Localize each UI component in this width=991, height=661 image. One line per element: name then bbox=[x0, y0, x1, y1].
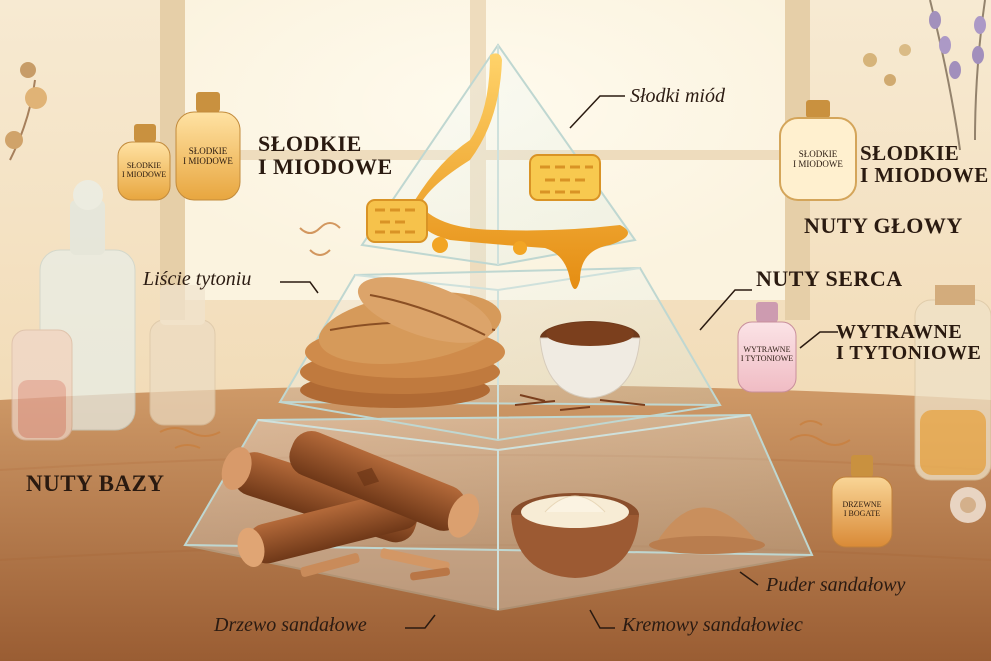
bottle-label-line2: I MIODOWE bbox=[183, 155, 233, 166]
callout-creamy-sandalwood: Kremowy sandałowiec bbox=[622, 614, 803, 636]
bottle-label-right-top: SŁODKIE I MIODOWE bbox=[784, 149, 852, 170]
title-line2: I MIODOWE bbox=[258, 154, 393, 180]
bottle-label-line2: I TYTONIOWE bbox=[740, 353, 794, 363]
callout-sandalwood-powder: Puder sandałowy bbox=[766, 574, 906, 596]
bottle-label-line1: SŁODKIE bbox=[798, 149, 838, 159]
background-jars-icon bbox=[11, 180, 216, 441]
section-heart-notes: NUTY SERCA bbox=[756, 266, 903, 291]
bottle-label-line1: SŁODKIE bbox=[188, 146, 228, 156]
title-line1: WYTRAWNE bbox=[836, 321, 963, 343]
callout-sandalwood: Drzewo sandałowe bbox=[214, 614, 367, 636]
bottle-label-line2: I BOGATE bbox=[843, 508, 881, 518]
tobacco-bowl-icon bbox=[514, 321, 646, 411]
honeycomb-icon bbox=[366, 154, 601, 243]
background-jar-right-icon bbox=[914, 285, 991, 481]
title-line2: I TYTONIOWE bbox=[836, 342, 982, 364]
bottle-label-line1: DRZEWNE bbox=[842, 500, 882, 509]
perfume-bottle-icon bbox=[117, 92, 893, 548]
section-base-notes: NUTY BAZY bbox=[26, 471, 165, 496]
top-left-title: SŁODKIE I MIODOWE bbox=[258, 132, 393, 178]
title-line2: I MIODOWE bbox=[860, 163, 989, 188]
bottle-label-amber: DRZEWNE I BOGATE bbox=[834, 500, 890, 519]
dried-flowers-left-icon bbox=[5, 62, 47, 161]
bottle-label-line1: WYTRAWNE bbox=[743, 345, 791, 354]
bottle-label-left-large: SŁODKIE I MIODOWE bbox=[180, 146, 236, 167]
title-line1: SŁODKIE bbox=[860, 141, 960, 165]
lavender-icon bbox=[863, 0, 986, 151]
honey-icon bbox=[414, 53, 628, 290]
bottle-label-line1: SŁODKIE bbox=[126, 161, 162, 170]
powder-pile-icon bbox=[649, 507, 765, 554]
callout-honey: Słodki miód bbox=[630, 85, 725, 107]
callout-lines bbox=[280, 95, 838, 629]
bottle-label-pink: WYTRAWNE I TYTONIOWE bbox=[740, 345, 794, 364]
sandalwood-logs-icon bbox=[221, 431, 480, 581]
cream-bowl-icon bbox=[511, 493, 639, 578]
section-top-notes: NUTY GŁOWY bbox=[804, 213, 963, 238]
title-line1: SŁODKIE bbox=[258, 131, 362, 156]
top-right-title: SŁODKIE I MIODOWE bbox=[860, 142, 989, 186]
scent-swirl-icon bbox=[159, 222, 851, 449]
bottle-label-line2: I MIODOWE bbox=[793, 158, 843, 169]
bottle-label-left-small: SŁODKIE I MIODOWE bbox=[122, 161, 167, 180]
middle-right-title: WYTRAWNE I TYTONIOWE bbox=[836, 322, 981, 364]
tobacco-leaves-icon bbox=[300, 277, 505, 408]
flower-right-icon bbox=[950, 487, 986, 523]
callout-tobacco-leaves: Liście tytoniu bbox=[143, 268, 252, 290]
bottle-label-line2: I MIODOWE bbox=[122, 169, 167, 179]
